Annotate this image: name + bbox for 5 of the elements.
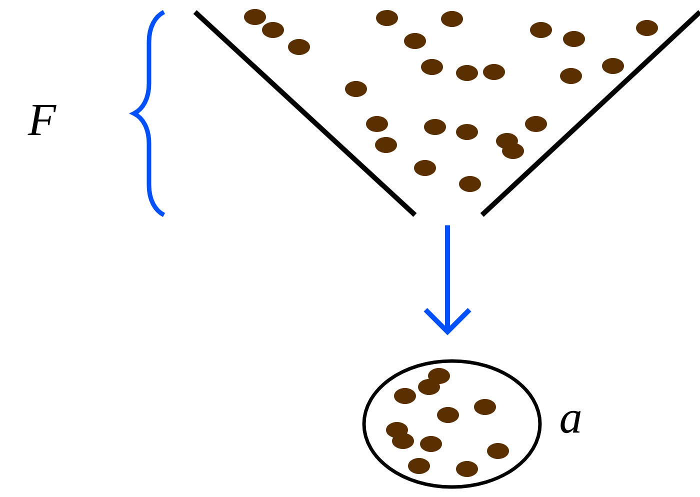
node-label: a: [560, 410, 581, 434]
arrow: [424, 225, 472, 336]
brace-label: F: [28, 104, 56, 136]
funnel-drawing: [193, 9, 700, 217]
container-drawing: [362, 359, 542, 489]
